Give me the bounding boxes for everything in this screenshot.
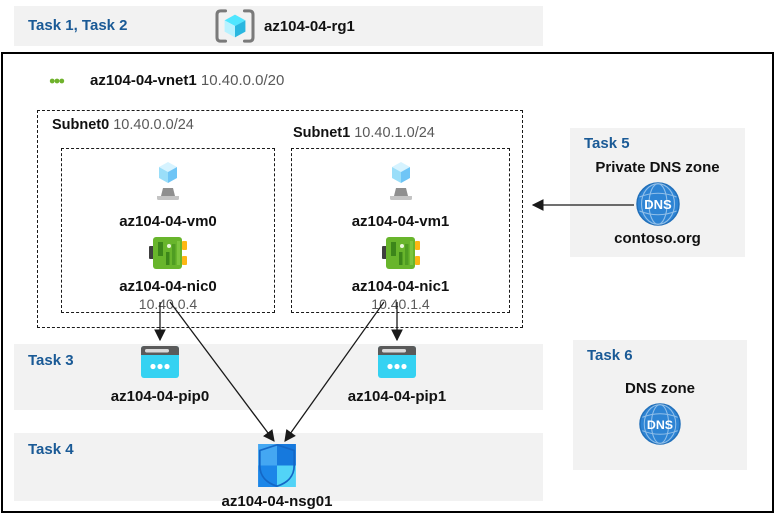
dns-zone-title: DNS zone xyxy=(624,380,695,397)
subnet0-content: az104-04-vm0 az104-04-nic0 10.40.0.4 xyxy=(61,154,275,312)
task3-panel: Task 3 xyxy=(14,344,543,410)
private-dns-icon-wrap xyxy=(570,182,745,231)
subnets-container-box xyxy=(37,110,523,328)
vnet-name: az104-04-vnet1 xyxy=(90,72,197,89)
nsg-name: az104-04-nsg01 xyxy=(221,493,333,510)
public-ip-icon xyxy=(141,346,179,378)
private-dns-zone-title: Private DNS zone xyxy=(595,159,720,176)
dns-zone-icon-wrap xyxy=(573,403,747,450)
subnet0-cidr: 10.40.0.0/24 xyxy=(113,117,194,133)
network-interface-icon xyxy=(382,236,420,270)
resource-group-icon xyxy=(213,8,257,44)
task3-label: Task 3 xyxy=(28,352,74,369)
subnet1-content: az104-04-vm1 az104-04-nic1 10.40.1.4 xyxy=(291,154,510,312)
task6-label: Task 6 xyxy=(587,347,633,364)
task1-2-label: Task 1, Task 2 xyxy=(28,17,128,34)
nic0-ip: 10.40.0.4 xyxy=(138,296,198,312)
nic0-name: az104-04-nic0 xyxy=(119,278,217,295)
nic1-ip: 10.40.1.4 xyxy=(371,296,430,312)
vnet-cidr: 10.40.0.0/20 xyxy=(200,72,285,89)
subnet0-title: Subnet0 10.40.0.0/24 xyxy=(52,117,194,133)
task6-panel: Task 6 DNS zone xyxy=(573,340,747,470)
task5-label: Task 5 xyxy=(584,135,630,152)
subnet0-name: Subnet0 xyxy=(52,117,110,133)
task5-panel: Task 5 Private DNS zone contoso.org xyxy=(570,128,745,257)
dns-icon xyxy=(636,182,680,226)
task4-label: Task 4 xyxy=(28,441,74,458)
resource-group-name: az104-04-rg1 xyxy=(264,18,355,35)
vm0-name: az104-04-vm0 xyxy=(119,213,217,230)
nsg-group: az104-04-nsg01 xyxy=(217,444,337,510)
subnet1-title: Subnet1 10.40.1.0/24 xyxy=(293,125,435,141)
task1-2-panel: Task 1, Task 2 az104-04-rg1 xyxy=(14,6,543,46)
virtual-machine-icon xyxy=(142,154,194,204)
public-ip-icon xyxy=(378,346,416,378)
vnet-title: az104-04-vnet1 10.40.0.0/20 xyxy=(90,72,284,89)
subnet1-box xyxy=(291,148,510,313)
subnet1-cidr: 10.40.1.0/24 xyxy=(354,125,435,141)
virtual-network-icon xyxy=(34,66,80,96)
nic1-name: az104-04-nic1 xyxy=(351,278,450,295)
pip0-group: az104-04-pip0 xyxy=(105,346,215,405)
subnet0-box xyxy=(61,148,275,313)
pip1-name: az104-04-pip1 xyxy=(347,388,447,405)
subnet1-name: Subnet1 xyxy=(293,125,351,141)
network-interface-icon xyxy=(149,236,187,270)
pip1-group: az104-04-pip1 xyxy=(342,346,452,405)
dns-icon xyxy=(639,403,681,445)
virtual-machine-icon xyxy=(375,154,427,204)
vm1-name: az104-04-vm1 xyxy=(351,213,450,230)
nsg-shield-icon xyxy=(258,444,296,487)
private-dns-zone-name: contoso.org xyxy=(614,230,701,247)
diagram-frame xyxy=(1,52,774,513)
pip0-name: az104-04-pip0 xyxy=(110,388,210,405)
